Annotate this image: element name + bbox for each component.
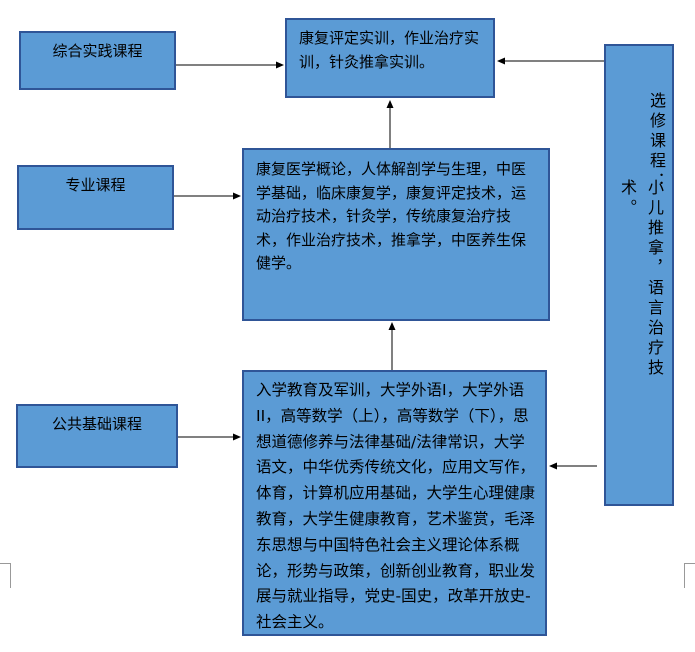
- elective-course-box: 选修课程： 小儿推拿，语言治疗技术。: [604, 44, 674, 506]
- elective-title: 选修课程：: [647, 92, 666, 192]
- practice-course-box: 综合实践课程: [19, 31, 176, 90]
- practice-content-text: 康复评定实训，作业治疗实训，针灸推拿实训。: [299, 29, 480, 71]
- elective-courses: 小儿推拿，语言治疗技术。: [618, 179, 664, 379]
- major-content-text: 康复医学概论，人体解剖学与生理，中医学基础，临床康复学，康复评定技术，运动治疗技…: [256, 160, 527, 272]
- public-course-label: 公共基础课程: [51, 415, 142, 433]
- public-content-text: 入学教育及军训，大学外语I，大学外语II，高等数学（上），高等数学（下），思想道…: [256, 381, 536, 632]
- major-content-box: 康复医学概论，人体解剖学与生理，中医学基础，临床康复学，康复评定技术，运动治疗技…: [242, 148, 550, 321]
- public-content-box: 入学教育及军训，大学外语I，大学外语II，高等数学（上），高等数学（下），思想道…: [242, 370, 547, 636]
- page-corner-mark-left: [0, 563, 11, 588]
- practice-course-label: 综合实践课程: [52, 42, 143, 60]
- public-course-box: 公共基础课程: [16, 404, 178, 468]
- page-corner-mark-right: [684, 563, 695, 588]
- major-course-label: 专业课程: [65, 176, 126, 194]
- major-course-box: 专业课程: [17, 165, 174, 230]
- practice-content-box: 康复评定实训，作业治疗实训，针灸推拿实训。: [285, 18, 495, 98]
